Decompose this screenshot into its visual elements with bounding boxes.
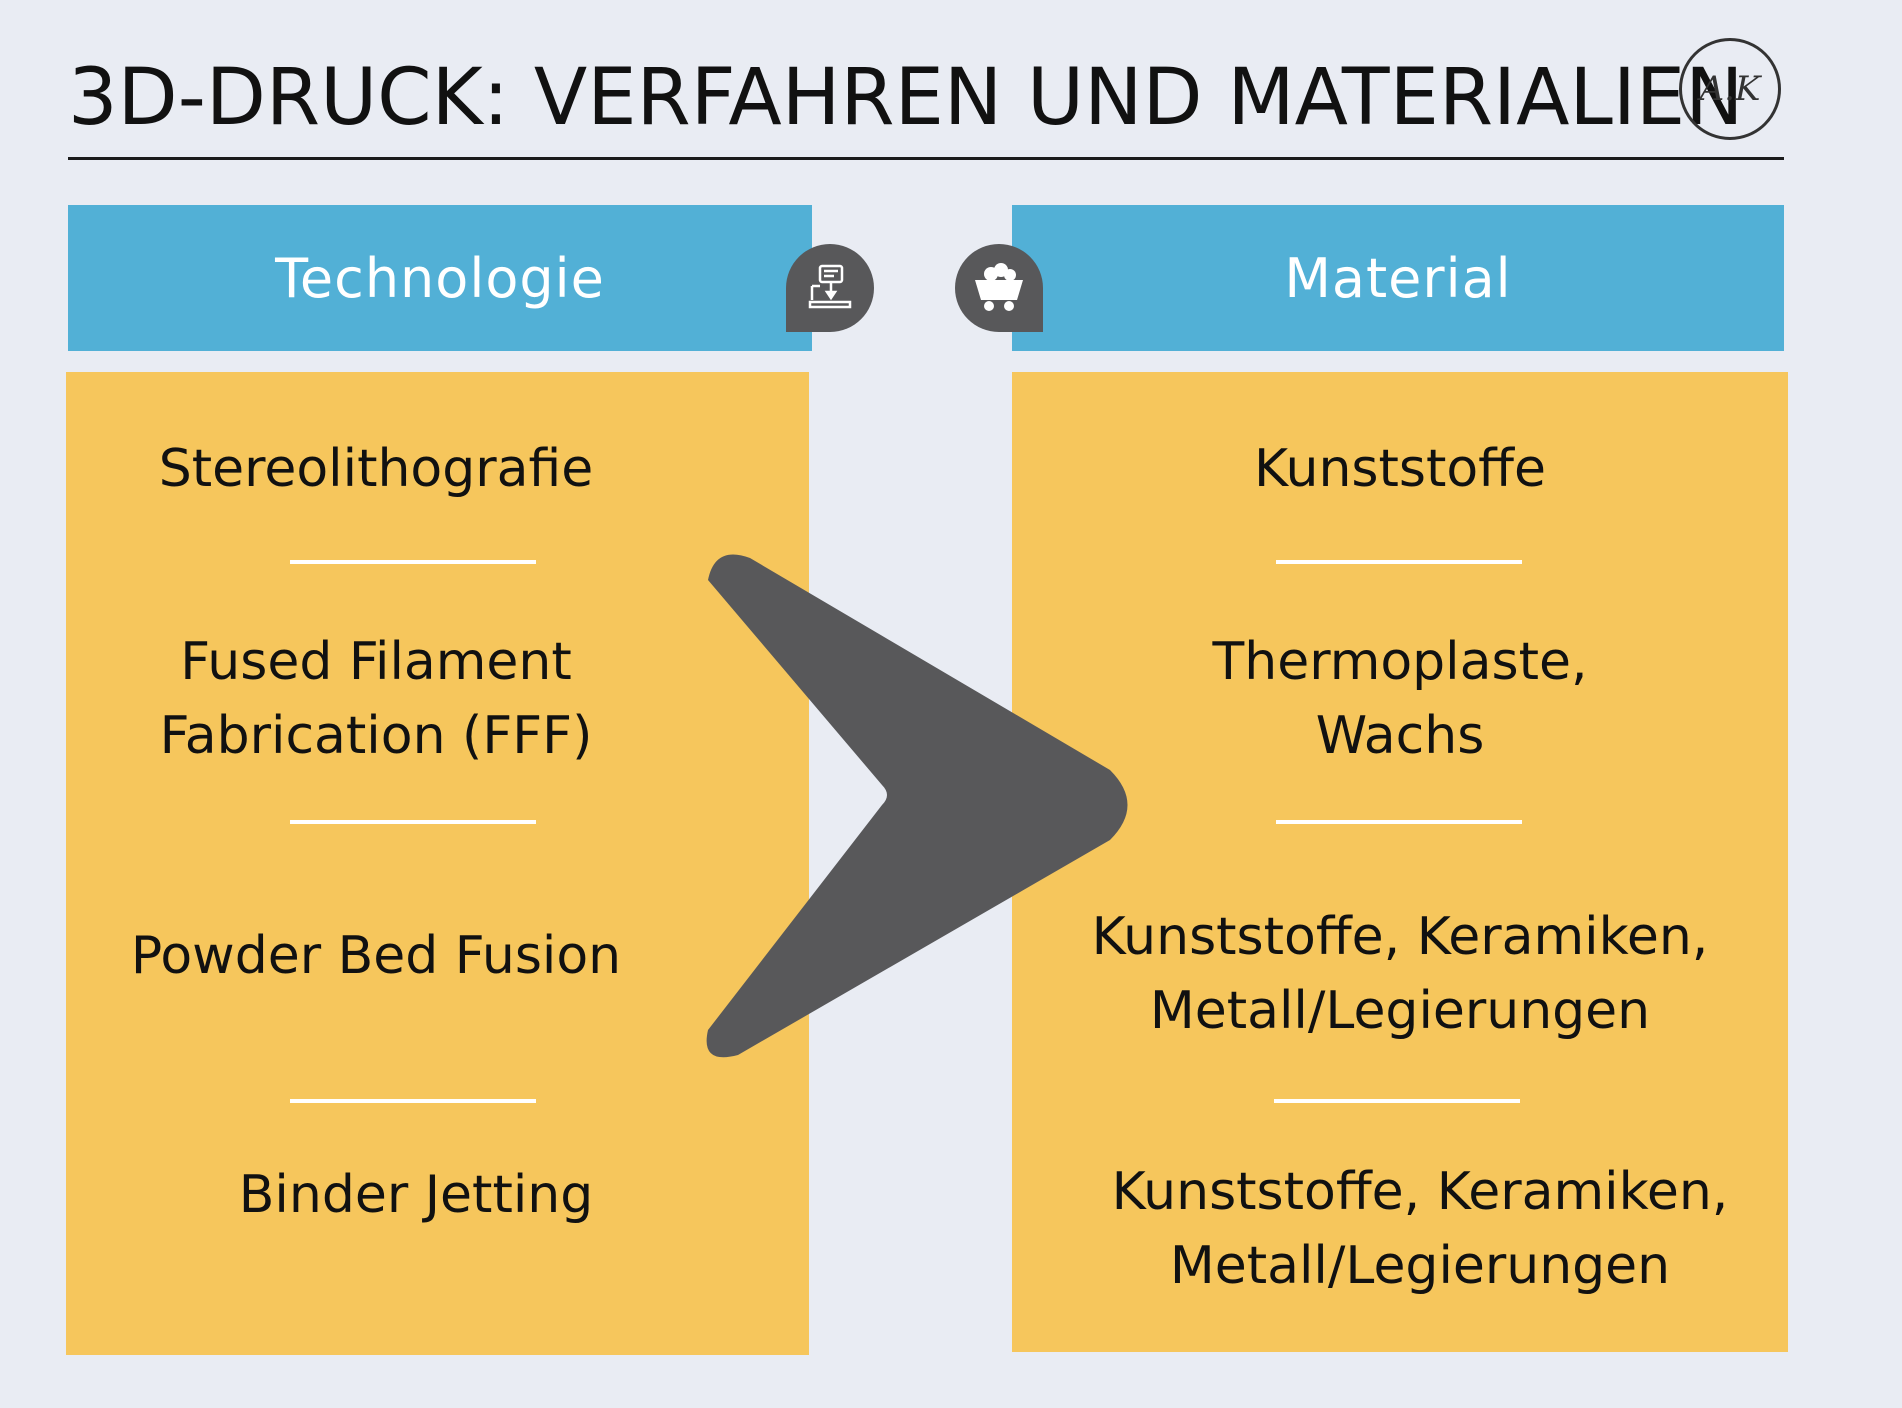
technology-panel: Stereolithografie Fused Filament Fabrica… <box>66 372 809 1355</box>
divider <box>290 820 536 824</box>
3d-printer-icon <box>786 244 874 332</box>
technology-item: Stereolithografie <box>158 439 594 499</box>
material-item: Kunststoffe, Keramiken, Metall/Legierung… <box>1091 907 1709 1041</box>
material-header: Material <box>1012 205 1784 351</box>
material-item: Kunststoffe, Keramiken, Metall/Legierung… <box>1111 1162 1729 1296</box>
technology-header-label: Technologie <box>275 246 605 310</box>
technology-item: Powder Bed Fusion <box>130 926 622 986</box>
divider <box>1276 560 1522 564</box>
technology-item: Binder Jetting <box>238 1165 594 1225</box>
divider <box>1276 820 1522 824</box>
technology-header: Technologie <box>68 205 812 351</box>
title-underline <box>68 157 1784 160</box>
logo-text: A.K <box>1699 69 1761 109</box>
author-logo: A.K <box>1679 38 1781 140</box>
divider <box>290 560 536 564</box>
divider <box>1274 1099 1520 1103</box>
material-item: Kunststoffe <box>1253 439 1547 499</box>
material-header-label: Material <box>1284 246 1512 310</box>
material-panel: Kunststoffe Thermoplaste, Wachs Kunststo… <box>1012 372 1788 1352</box>
technology-item: Fused Filament Fabrication (FFF) <box>159 632 593 766</box>
page-title: 3D-DRUCK: VERFAHREN UND MATERIALIEN <box>68 53 1744 143</box>
divider <box>290 1099 536 1103</box>
material-item: Thermoplaste, Wachs <box>1212 632 1588 766</box>
mine-cart-icon <box>955 244 1043 332</box>
